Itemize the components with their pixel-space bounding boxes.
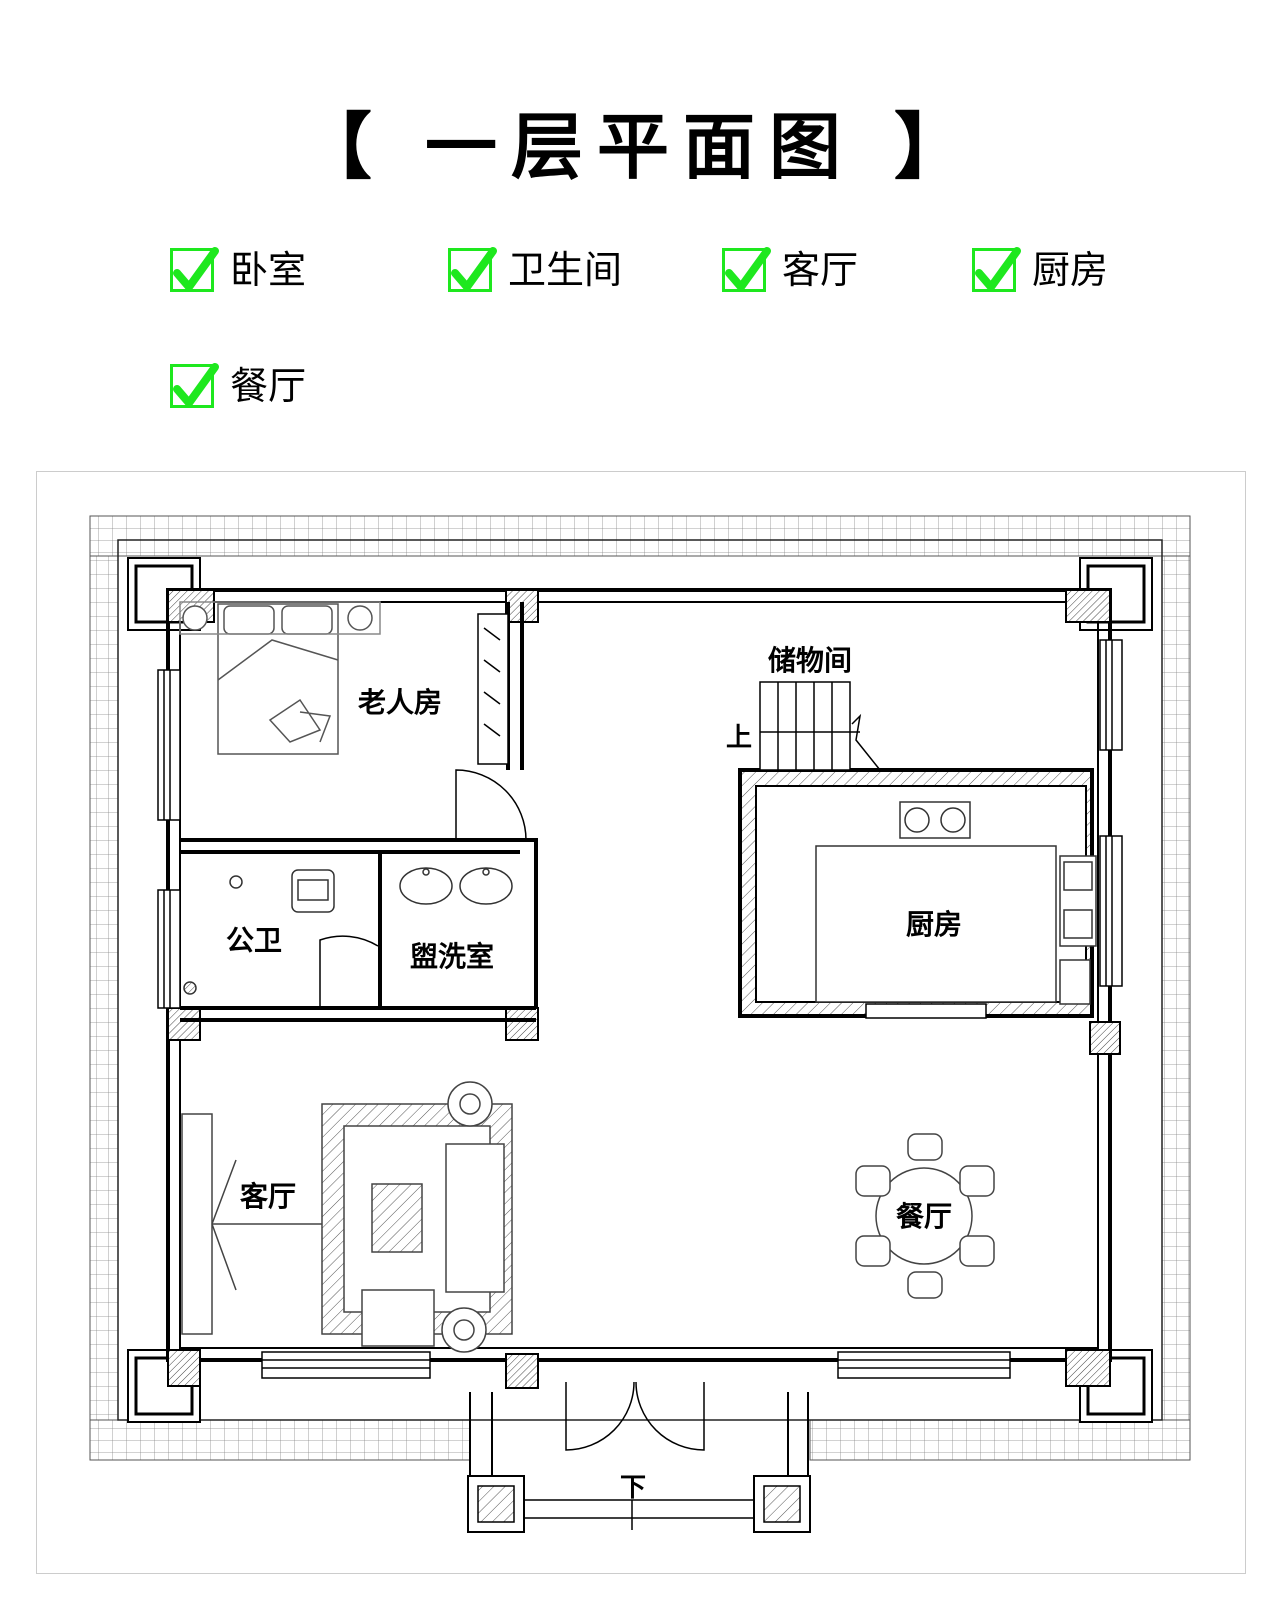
- windows: [157, 639, 1123, 1379]
- room-label-kitchen: 厨房: [906, 908, 962, 941]
- stairs: [759, 681, 881, 771]
- checkmark-icon: [722, 247, 771, 292]
- kitchen-fixtures: [815, 801, 1097, 1005]
- feature-label: 厨房: [1032, 248, 1109, 292]
- room-label-dining: 餐厅: [896, 1200, 952, 1233]
- feature-item-kitchen: 厨房: [972, 240, 1108, 300]
- living-furniture: [181, 1081, 513, 1353]
- feature-item-living-room: 客厅: [722, 240, 858, 300]
- room-label-storage: 储物间: [768, 644, 852, 677]
- room-label-public-bath: 公卫: [226, 924, 282, 957]
- page-title: 【 一层平面图 】: [299, 105, 981, 189]
- checkmark-icon: [170, 363, 219, 408]
- dining-set: [855, 1133, 995, 1299]
- checkmark-icon: [448, 247, 497, 292]
- feature-label: 客厅: [782, 248, 859, 292]
- entry: [467, 1392, 811, 1533]
- feature-label: 卫生间: [508, 248, 623, 292]
- feature-label: 卧室: [230, 248, 307, 292]
- steps-down-label: 下: [620, 1473, 646, 1503]
- checkmark-icon: [972, 247, 1021, 292]
- feature-item-bathroom: 卫生间: [448, 240, 622, 300]
- feature-item-bedroom: 卧室: [170, 240, 306, 300]
- bath-fixtures: [183, 867, 513, 995]
- checkmark-icon: [170, 247, 219, 292]
- feature-item-dining-room: 餐厅: [170, 356, 306, 416]
- wardrobe: [477, 613, 509, 765]
- room-label-washroom: 盥洗室: [410, 940, 494, 973]
- bed: [179, 601, 381, 755]
- wall-pillars: [167, 589, 1121, 1389]
- room-label-living: 客厅: [240, 1180, 296, 1213]
- doors: [319, 769, 705, 1451]
- feature-label: 餐厅: [230, 364, 307, 408]
- room-label-elder: 老人房: [358, 686, 442, 719]
- interior-walls: [180, 602, 538, 1022]
- brick-border: [89, 515, 1191, 1461]
- stairs-up-label: 上: [726, 723, 752, 753]
- floor-plan: 老人房 储物间 上 公卫 盥洗室 厨房 客厅 餐厅 下: [36, 471, 1246, 1574]
